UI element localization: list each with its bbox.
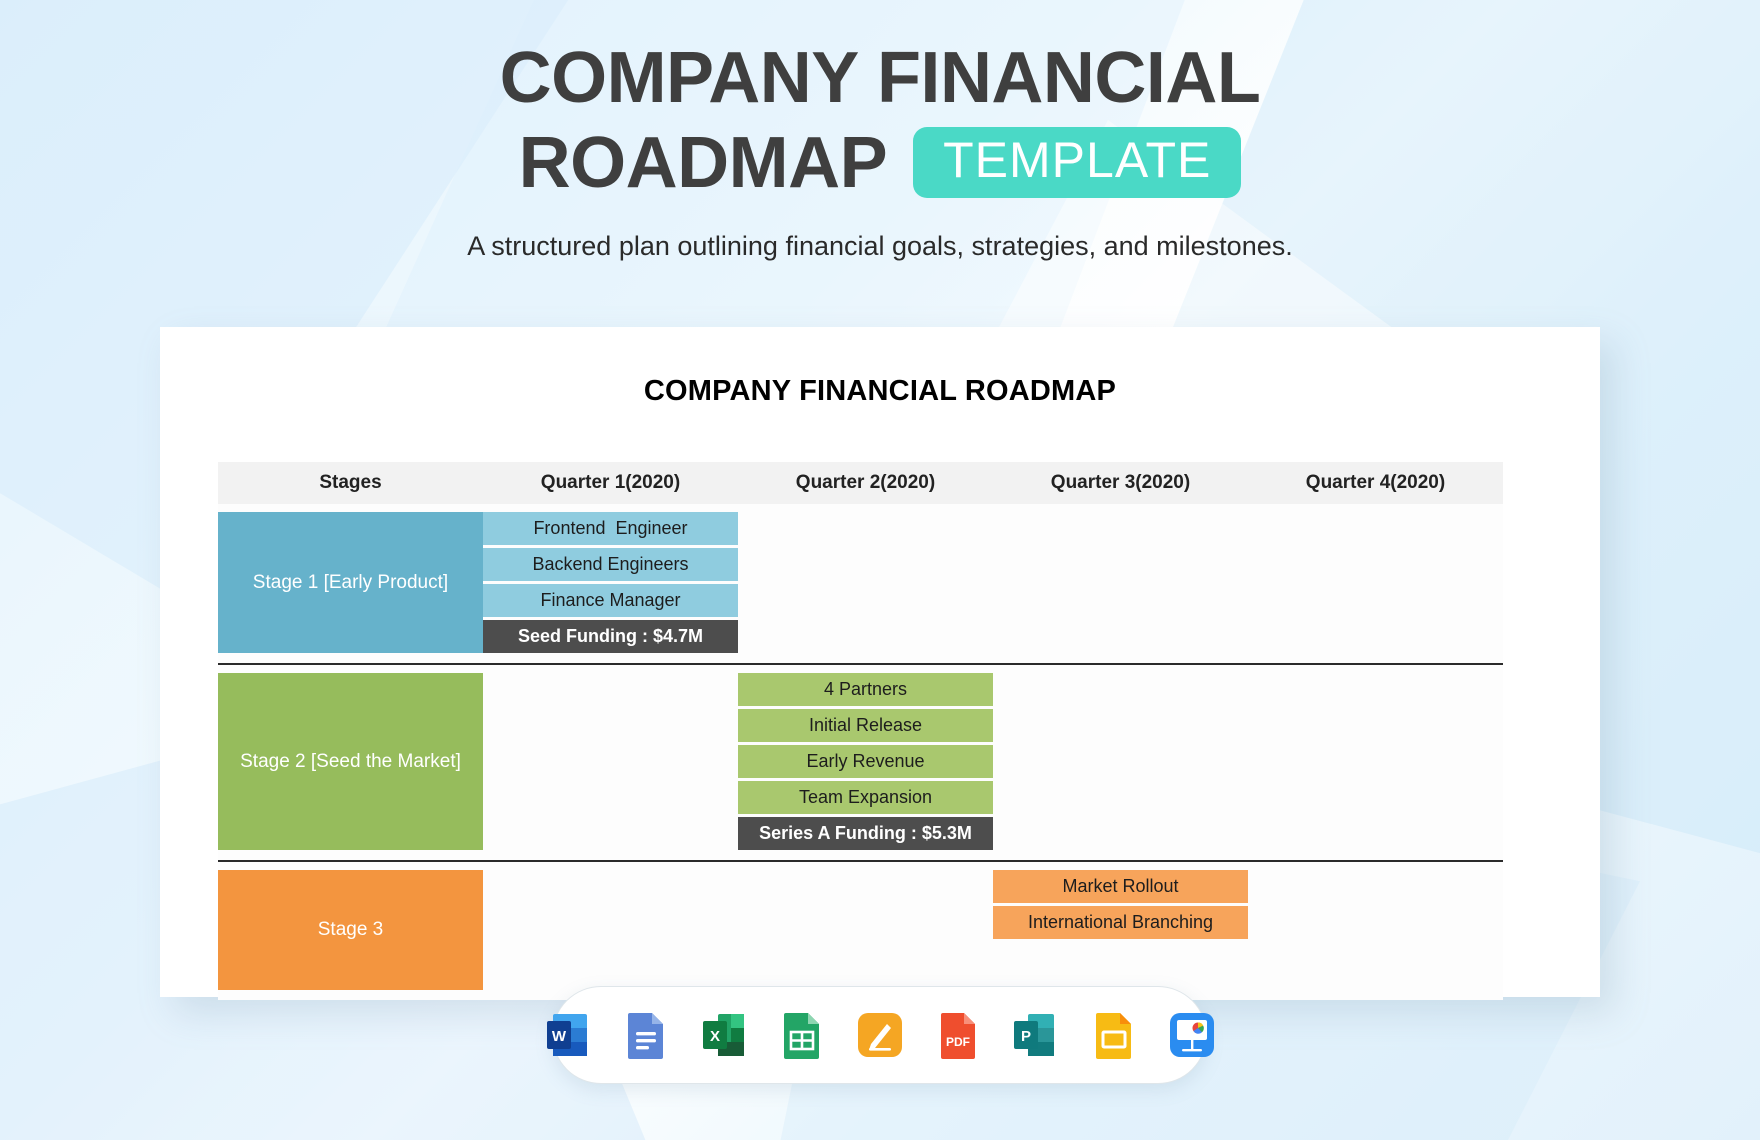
task-item: International Branching — [993, 906, 1248, 939]
task-item: Frontend Engineer — [483, 512, 738, 545]
google-slides-icon[interactable] — [1087, 1008, 1141, 1062]
svg-text:PDF: PDF — [946, 1035, 970, 1049]
quarter-2-cell — [738, 870, 993, 990]
apple-keynote-icon[interactable] — [1165, 1008, 1219, 1062]
stage-label-cell: Stage 3 — [218, 870, 483, 990]
quarter-4-cell — [1248, 870, 1503, 990]
table-body: Stage 1 [Early Product]Frontend Engineer… — [218, 504, 1503, 1000]
template-badge: TEMPLATE — [913, 127, 1242, 199]
publisher-icon[interactable]: P — [1009, 1008, 1063, 1062]
svg-text:W: W — [551, 1028, 566, 1045]
roadmap-card: COMPANY FINANCIAL ROADMAP Stages Quarter… — [160, 327, 1600, 1000]
svg-text:P: P — [1020, 1028, 1030, 1045]
quarter-3-cell — [993, 673, 1248, 850]
apple-pages-icon[interactable] — [853, 1008, 907, 1062]
task-item: Early Revenue — [738, 745, 993, 778]
task-item: Market Rollout — [993, 870, 1248, 903]
roadmap-table: Stages Quarter 1(2020) Quarter 2(2020) Q… — [218, 462, 1503, 1000]
word-icon[interactable]: W — [541, 1008, 595, 1062]
funding-bar: Seed Funding : $4.7M — [483, 620, 738, 653]
svg-text:X: X — [709, 1028, 719, 1045]
page-title-line-2-row: ROADMAP TEMPLATE — [0, 123, 1760, 204]
stage-label-cell: Stage 2 [Seed the Market] — [218, 673, 483, 850]
pdf-icon[interactable]: PDF — [931, 1008, 985, 1062]
page-title-line-1: COMPANY FINANCIAL — [499, 38, 1261, 118]
page-subtitle: A structured plan outlining financial go… — [467, 231, 1293, 262]
column-header-quarter-4: Quarter 4(2020) — [1305, 472, 1446, 493]
stage-label-cell: Stage 1 [Early Product] — [218, 512, 483, 653]
page-header: COMPANY FINANCIAL ROADMAP TEMPLATE A str… — [0, 0, 1760, 262]
task-item: Backend Engineers — [483, 548, 738, 581]
task-item: 4 Partners — [738, 673, 993, 706]
page-title: COMPANY FINANCIAL ROADMAP TEMPLATE — [0, 38, 1760, 203]
column-header-quarter-3: Quarter 3(2020) — [1050, 472, 1191, 493]
file-format-bar: W X — [546, 986, 1214, 1084]
excel-icon[interactable]: X — [697, 1008, 751, 1062]
quarter-1-cell — [483, 870, 738, 990]
task-item: Team Expansion — [738, 781, 993, 814]
funding-bar: Series A Funding : $5.3M — [738, 817, 993, 850]
table-row: Stage 1 [Early Product]Frontend Engineer… — [218, 504, 1503, 665]
table-header-row: Stages Quarter 1(2020) Quarter 2(2020) Q… — [218, 462, 1503, 504]
column-header-stages: Stages — [319, 472, 382, 493]
roadmap-heading: COMPANY FINANCIAL ROADMAP — [643, 375, 1117, 407]
quarter-3-cell — [993, 512, 1248, 653]
task-item: Initial Release — [738, 709, 993, 742]
column-header-quarter-1: Quarter 1(2020) — [540, 472, 681, 493]
column-header-quarter-2: Quarter 2(2020) — [795, 472, 936, 493]
task-item: Finance Manager — [483, 584, 738, 617]
quarter-4-cell — [1248, 673, 1503, 850]
quarter-1-cell — [483, 673, 738, 850]
quarter-4-cell — [1248, 512, 1503, 653]
quarter-2-cell — [738, 512, 993, 653]
google-docs-icon[interactable] — [619, 1008, 673, 1062]
page-title-line-2: ROADMAP — [518, 122, 888, 203]
google-sheets-icon[interactable] — [775, 1008, 829, 1062]
